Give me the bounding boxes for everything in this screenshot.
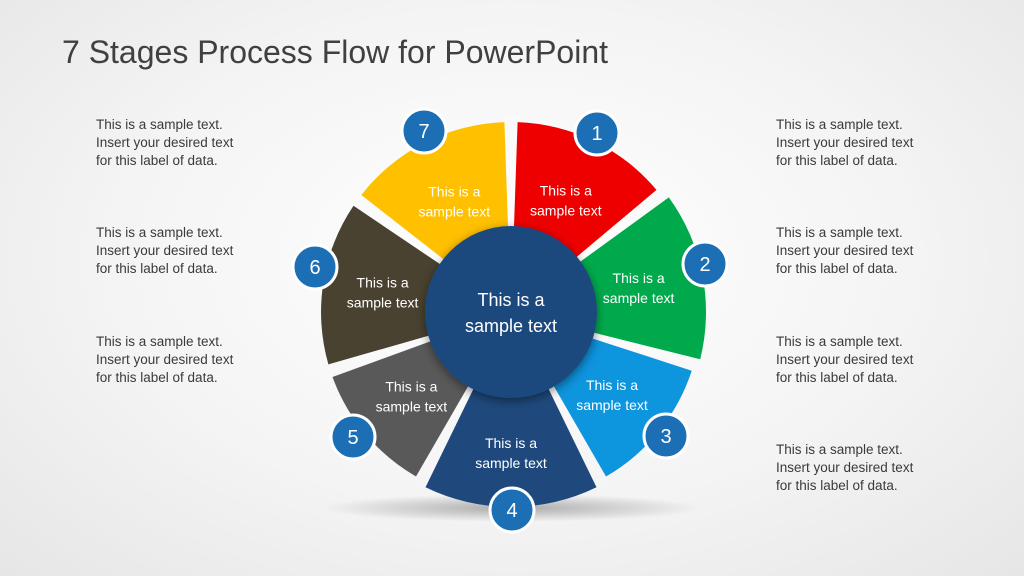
text-line: Insert your desired text <box>96 135 234 150</box>
stage-1-number: 1 <box>591 123 602 145</box>
stage-3-badge <box>642 412 690 460</box>
stage-6-label-line1: This is a <box>357 275 409 291</box>
text-line: This is a sample text. <box>776 225 903 240</box>
stage-1-badge <box>573 109 621 157</box>
stage-6-badge <box>291 243 339 291</box>
stage-segment-5 <box>332 339 471 477</box>
text-line: for this label of data. <box>776 261 898 276</box>
text-line: This is a sample text. <box>96 117 223 132</box>
stage-2-badge <box>681 240 729 288</box>
right-text-block-4: This is a sample text. Insert your desir… <box>776 441 956 495</box>
stage-segment-1 <box>513 122 657 261</box>
text-line: Insert your desired text <box>96 352 234 367</box>
center-label-line1: This is a <box>477 290 545 310</box>
stage-4-number: 4 <box>506 500 517 522</box>
stage-4-label-line2: sample text <box>475 455 547 471</box>
text-line: This is a sample text. <box>776 442 903 457</box>
text-line: for this label of data. <box>96 261 218 276</box>
stage-segment-7 <box>361 122 509 263</box>
stage-3-label-line1: This is a <box>586 377 638 393</box>
left-text-block-3: This is a sample text. Insert your desir… <box>96 333 276 387</box>
text-line: for this label of data. <box>776 370 898 385</box>
stage-2-label-line2: sample text <box>603 290 675 306</box>
stage-4-label-line1: This is a <box>485 435 537 451</box>
stage-1-label-line1: This is a <box>540 183 592 199</box>
center-label-line2: sample text <box>465 316 557 336</box>
text-line: for this label of data. <box>96 153 218 168</box>
stage-6-number: 6 <box>309 257 320 279</box>
page-title: 7 Stages Process Flow for PowerPoint <box>62 34 609 70</box>
text-line: Insert your desired text <box>96 243 234 258</box>
stage-5-number: 5 <box>347 427 358 449</box>
right-text-block-1: This is a sample text. Insert your desir… <box>776 116 956 170</box>
right-text-block-2: This is a sample text. Insert your desir… <box>776 224 956 278</box>
stage-7-label-line1: This is a <box>428 184 480 200</box>
stage-number-badges: 1 2 3 4 5 6 7 <box>291 107 729 534</box>
left-text-block-2: This is a sample text. Insert your desir… <box>96 224 276 278</box>
stage-segment-6 <box>321 205 445 365</box>
stage-5-label-line2: sample text <box>376 399 448 415</box>
text-line: for this label of data. <box>776 153 898 168</box>
right-text-block-3: This is a sample text. Insert your desir… <box>776 333 956 387</box>
stage-7-badge <box>400 107 448 155</box>
stage-3-label-line2: sample text <box>576 397 648 413</box>
text-line: for this label of data. <box>96 370 218 385</box>
text-line: This is a sample text. <box>96 334 223 349</box>
center-circle <box>425 226 597 398</box>
text-line: Insert your desired text <box>776 352 914 367</box>
stage-1-label-line2: sample text <box>530 203 602 219</box>
stage-2-number: 2 <box>699 254 710 276</box>
stage-5-badge <box>329 413 377 461</box>
stage-segment-3 <box>551 336 692 477</box>
stage-5-label-line1: This is a <box>385 379 437 395</box>
text-line: This is a sample text. <box>96 225 223 240</box>
left-text-block-1: This is a sample text. Insert your desir… <box>96 116 276 170</box>
text-line: Insert your desired text <box>776 460 914 475</box>
text-line: Insert your desired text <box>776 243 914 258</box>
stage-2-label-line1: This is a <box>613 270 665 286</box>
stage-6-label-line2: sample text <box>347 295 419 311</box>
stage-3-number: 3 <box>660 426 671 448</box>
stage-4-badge <box>488 486 536 534</box>
stage-7-number: 7 <box>418 121 429 143</box>
text-line: This is a sample text. <box>776 334 903 349</box>
stage-segment-2 <box>575 197 707 360</box>
stage-segment-4 <box>425 383 597 508</box>
text-line: Insert your desired text <box>776 135 914 150</box>
text-line: for this label of data. <box>776 478 898 493</box>
text-line: This is a sample text. <box>776 117 903 132</box>
stage-7-label-line2: sample text <box>419 204 491 220</box>
